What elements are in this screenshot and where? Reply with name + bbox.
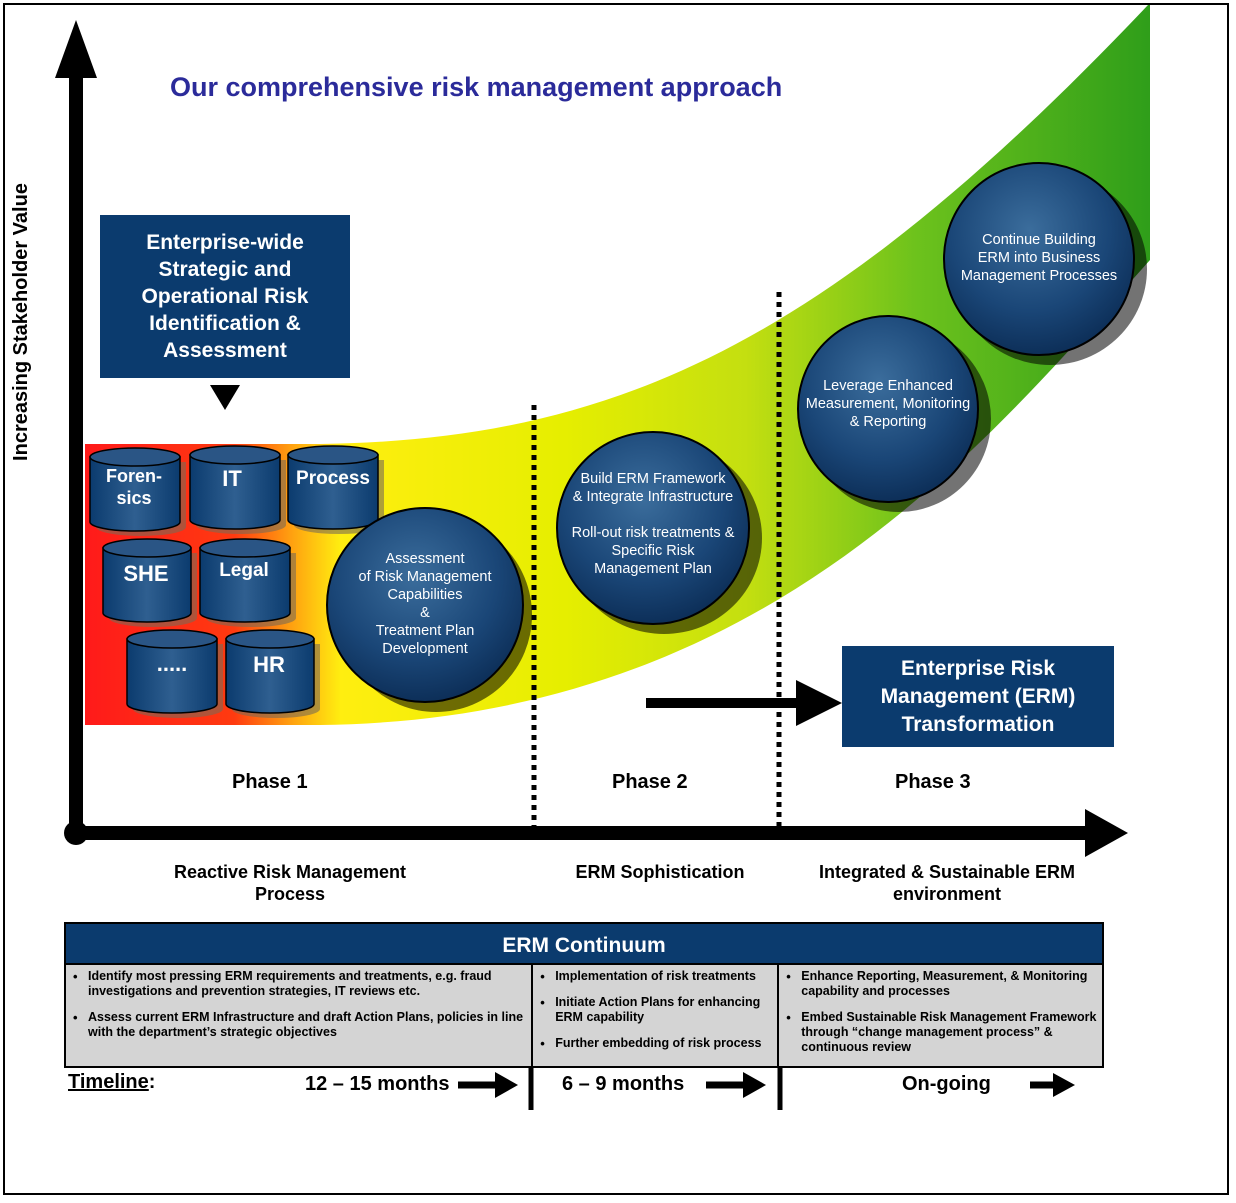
continuum-column-phase1: Identify most pressing ERM requirements … <box>66 965 531 1066</box>
cylinder-label-forensics: Foren- sics <box>106 466 162 508</box>
bubble-phase3-b-text: Continue Building ERM into Business Mana… <box>960 232 1118 284</box>
cylinder-label-legal: Legal <box>219 560 269 581</box>
continuum-column-phase3: Enhance Reporting, Measurement, & Monito… <box>777 965 1102 1066</box>
axes <box>55 20 1128 857</box>
transformation-arrow <box>646 680 842 726</box>
timeline-arrow-3 <box>1030 1073 1075 1097</box>
cylinder-process <box>287 445 384 534</box>
bubble-phase3-a <box>797 315 991 512</box>
cylinder-more <box>126 629 223 718</box>
stage-1-label: Reactive Risk Management Process <box>173 862 407 904</box>
cylinder-it <box>189 445 286 534</box>
continuum-item: Enhance Reporting, Measurement, & Monito… <box>786 969 1098 999</box>
timeline-arrow-2 <box>706 1072 766 1098</box>
bubble-phase1 <box>326 507 532 712</box>
identification-callout: Enterprise-wide Strategic and Operationa… <box>100 215 350 378</box>
cylinder-hr <box>225 629 320 718</box>
bubble-phase3-a-text: Leverage Enhanced Measurement, Monitorin… <box>805 378 971 430</box>
erm-continuum-table: ERM Continuum Identify most pressing ERM… <box>64 922 1104 1068</box>
cylinder-label-hr: HR <box>253 652 285 677</box>
cylinder-forensics <box>89 447 186 536</box>
bubble-phase3-b <box>943 162 1147 365</box>
timeline-duration-3: On-going <box>902 1073 991 1095</box>
continuum-item: Identify most pressing ERM requirements … <box>73 969 527 999</box>
stage-3-label: Integrated & Sustainable ERM environment <box>818 862 1076 904</box>
timeline-arrow-1 <box>458 1072 518 1098</box>
bubble-phase2 <box>556 431 762 634</box>
phase-2-label: Phase 2 <box>612 771 688 793</box>
continuum-item: Further embedding of risk process <box>540 1036 773 1051</box>
bubble-phase1-text: Assessment of Risk Management Capabiliti… <box>358 551 492 657</box>
axis-origin-dot <box>64 821 88 845</box>
cylinder-label-process: Process <box>296 468 370 489</box>
timeline-duration-1: 12 – 15 months <box>305 1073 450 1095</box>
continuum-item: Embed Sustainable Risk Management Framew… <box>786 1010 1098 1055</box>
continuum-item: Assess current ERM Infrastructure and dr… <box>73 1010 527 1040</box>
phase-3-label: Phase 3 <box>895 771 971 793</box>
timeline-duration-2: 6 – 9 months <box>562 1073 685 1095</box>
timeline-label: Timeline: <box>68 1071 156 1093</box>
y-axis-arrowhead <box>55 20 97 78</box>
x-axis-arrowhead <box>1085 809 1128 857</box>
cylinder-label-she: SHE <box>123 561 169 586</box>
continuum-column-phase2: Implementation of risk treatments Initia… <box>531 965 777 1066</box>
continuum-item: Implementation of risk treatments <box>540 969 773 984</box>
cylinder-legal <box>199 538 296 627</box>
cylinder-she <box>102 538 197 627</box>
y-axis-label: Increasing Stakeholder Value <box>10 183 32 461</box>
erm-transformation-box: Enterprise Risk Management (ERM) Transfo… <box>842 646 1114 747</box>
risk-area-cylinders <box>89 445 384 718</box>
cylinder-label-more: ..... <box>156 651 188 676</box>
continuum-item: Initiate Action Plans for enhancing ERM … <box>540 995 773 1025</box>
diagram-frame <box>3 3 1229 1195</box>
callout-pointer <box>210 385 240 410</box>
cylinder-label-it: IT <box>222 466 242 491</box>
page-title: Our comprehensive risk management approa… <box>170 72 783 102</box>
stage-2-label: ERM Sophistication <box>575 862 745 882</box>
phase-1-label: Phase 1 <box>232 771 308 793</box>
erm-continuum-header: ERM Continuum <box>64 922 1104 965</box>
bubble-phase2-text: Build ERM Framework & Integrate Infrastr… <box>571 471 735 577</box>
erm-continuum-body: Identify most pressing ERM requirements … <box>64 965 1104 1068</box>
